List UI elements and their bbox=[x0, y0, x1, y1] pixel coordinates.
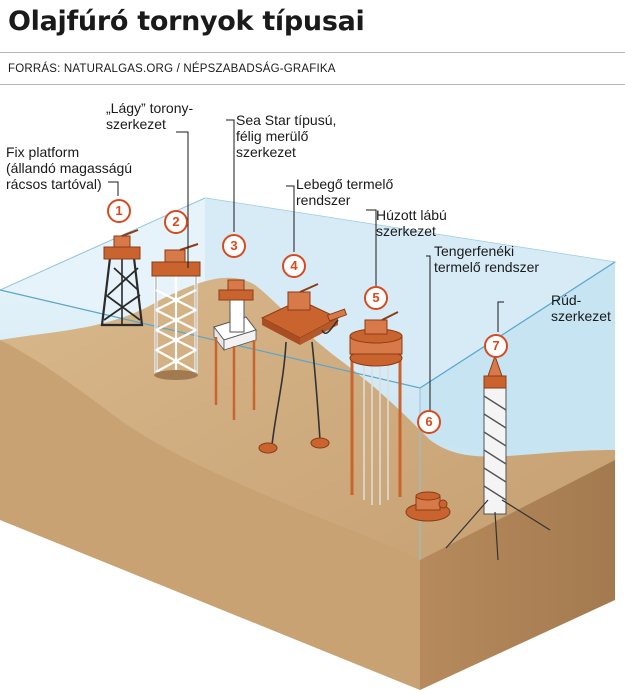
number-badge-3: 3 bbox=[222, 234, 246, 258]
header-divider bbox=[0, 52, 625, 53]
number-badge-5: 5 bbox=[364, 286, 388, 310]
platform-5-tension-leg bbox=[349, 311, 403, 505]
label-platform-4: Lebegő termelő rendszer bbox=[296, 176, 394, 208]
page-title: Olajfúró tornyok típusai bbox=[8, 6, 365, 37]
platform-6-subsea bbox=[405, 491, 451, 522]
source-credit: FORRÁS: NATURALGAS.ORG / NÉPSZABADSÁG-GR… bbox=[8, 63, 336, 75]
label-platform-3: Sea Star típusú, félig merülő szerkezet bbox=[236, 112, 337, 160]
seabed-top bbox=[0, 277, 615, 620]
platform-7-spar bbox=[445, 354, 551, 561]
label-platform-7: Rúd- szerkezet bbox=[551, 292, 611, 324]
platform-4-floating-production bbox=[258, 283, 348, 454]
number-badge-2: 2 bbox=[164, 210, 188, 234]
source-divider bbox=[0, 84, 625, 85]
label-platform-2: „Lágy” torony- szerkezet bbox=[106, 100, 194, 132]
number-badge-1: 1 bbox=[107, 199, 131, 223]
platform-3-sea-star bbox=[213, 279, 257, 420]
number-badge-6: 6 bbox=[417, 410, 441, 434]
seabed-front bbox=[0, 340, 420, 690]
number-badge-4: 4 bbox=[282, 254, 306, 278]
seabed-side bbox=[420, 460, 615, 690]
label-platform-1: Fix platform (állandó magasságú rácsos t… bbox=[6, 144, 133, 192]
platform-1-fixed bbox=[100, 229, 144, 327]
label-platform-5: Húzott lábú szerkezet bbox=[376, 207, 447, 239]
label-platform-6: Tengerfenéki termelő rendszer bbox=[434, 243, 540, 275]
number-badge-7: 7 bbox=[484, 334, 508, 358]
